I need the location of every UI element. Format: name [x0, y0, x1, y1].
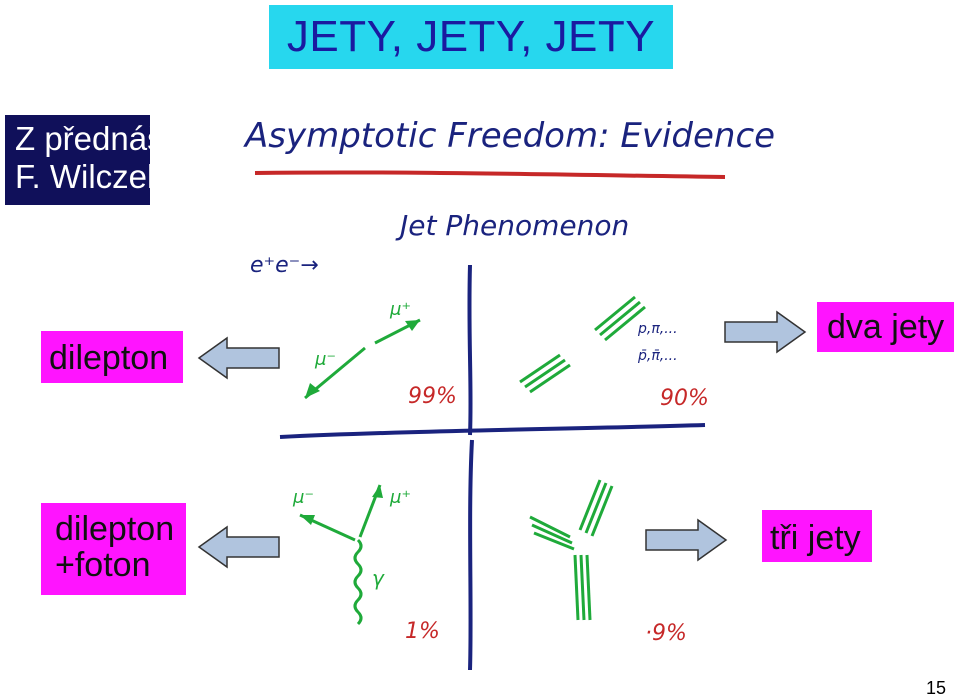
arrow-right-dva-jety [724, 310, 807, 354]
reaction-label: e⁺e⁻→ [250, 253, 319, 278]
horizontal-axis [279, 423, 706, 439]
label-dilepton-foton-line2: +foton [55, 546, 151, 584]
label-dilepton-foton: dilepton +foton [41, 503, 186, 595]
q3-mu-plus-arrowhead [372, 485, 383, 498]
label-tri-jety-text: tři jety [770, 519, 861, 557]
label-dilepton: dilepton [41, 331, 183, 383]
vertical-axis-lower [468, 439, 474, 670]
jet-upper [594, 295, 646, 342]
jet-lower [519, 353, 571, 394]
label-tri-jety: tři jety [762, 510, 872, 562]
q3-mu-minus-arrowhead [300, 515, 315, 525]
jet-three-upper-right [578, 479, 614, 537]
label-dva-jety-text: dva jety [827, 308, 945, 346]
mu-minus-arrowhead [305, 383, 320, 398]
heading-underline [254, 170, 726, 179]
q1-mu-minus: μ⁻ [314, 349, 336, 370]
slide-title: JETY, JETY, JETY [269, 5, 673, 69]
arrow-right-tri-jety [645, 518, 728, 562]
photon-line [353, 538, 363, 626]
q3-percent: 1% [405, 619, 440, 644]
q2-label-2: p̄,π̄,... [637, 348, 678, 364]
sketch-subheading: Jet Phenomenon [395, 209, 629, 242]
sketch-heading: Asymptotic Freedom: Evidence [243, 116, 775, 156]
label-dva-jety: dva jety [817, 302, 954, 352]
q1-mu-plus: μ⁺ [389, 299, 411, 320]
q3-mu-minus: μ⁻ [292, 487, 314, 508]
sketch-svg: Asymptotic Freedom: Evidence Jet Phenome… [243, 116, 775, 670]
label-dilepton-foton-line1: dilepton [55, 510, 175, 548]
jet-three-down [573, 554, 592, 621]
arrow-left-dilepton-foton [197, 525, 280, 569]
arrow-left-dilepton [197, 336, 280, 380]
q4-percent: ·9% [645, 621, 687, 646]
q1-percent: 99% [408, 384, 457, 409]
q2-percent: 90% [660, 386, 709, 411]
jet-three-left [529, 515, 575, 551]
vertical-axis [467, 264, 473, 436]
mu-plus-arrowhead [405, 320, 420, 331]
page-number: 15 [925, 678, 946, 698]
q2-label-1: p,π,... [637, 321, 678, 337]
q3-mu-plus: μ⁺ [389, 487, 411, 508]
q3-gamma: γ [372, 566, 385, 590]
label-dilepton-text: dilepton [49, 339, 169, 377]
lecture-sketch: Asymptotic Freedom: Evidence Jet Phenome… [150, 85, 775, 670]
